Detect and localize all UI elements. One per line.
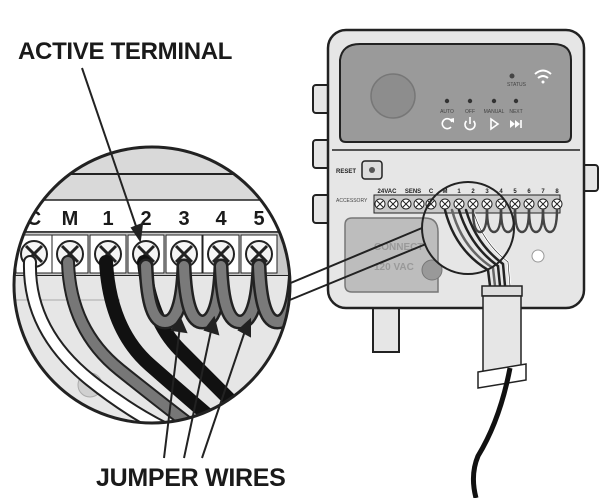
- transformer-text-2: 120 VAC: [374, 262, 414, 273]
- power-button[interactable]: [464, 117, 476, 131]
- terminal-screw[interactable]: [523, 198, 535, 210]
- terminal-label: 8: [555, 189, 559, 195]
- logo-recess: [370, 73, 416, 119]
- status-led: [509, 73, 515, 79]
- terminal-screw[interactable]: [413, 198, 425, 210]
- button-label: NEXT: [509, 109, 522, 115]
- terminal-screw[interactable]: [400, 198, 412, 210]
- cable-clamp: [481, 285, 523, 297]
- terminal-screw[interactable]: [467, 198, 479, 210]
- button-label: OFF: [465, 109, 475, 115]
- terminal-screw[interactable]: [537, 198, 549, 210]
- zoom-terminal-label: 4: [215, 208, 227, 230]
- button-led: [491, 98, 497, 104]
- power-icon: [464, 117, 476, 131]
- small-jumper-wires: [471, 208, 559, 234]
- play-button[interactable]: [490, 117, 500, 131]
- refresh-button[interactable]: [441, 117, 454, 130]
- terminal-screw[interactable]: [453, 198, 465, 210]
- terminal-label: M: [443, 189, 448, 195]
- magnifier-line-upper: [279, 243, 427, 305]
- callout-arrows: [81, 67, 251, 459]
- terminal-screw[interactable]: [509, 198, 521, 210]
- zoom-terminal-screw[interactable]: [240, 234, 278, 274]
- controller-housing: STATUS AUTO OFF MANUAL NEXT RESET ACCESSORY…: [312, 28, 599, 498]
- terminal-label: 6: [527, 189, 531, 195]
- terminal-screw[interactable]: [481, 198, 493, 210]
- reset-button-dot: [369, 167, 375, 173]
- refresh-icon: [441, 117, 454, 130]
- accessory-label: ACCESSORY: [336, 198, 368, 204]
- reset-label: RESET: [336, 169, 356, 175]
- terminal-label: 3: [485, 189, 489, 195]
- knockout: [421, 259, 443, 281]
- zoom-terminal-label: 2: [140, 208, 151, 230]
- transformer-text-1: CONNECT: [374, 242, 423, 253]
- terminal-screw[interactable]: [439, 198, 451, 210]
- zoom-terminal-label: M: [62, 208, 79, 230]
- terminal-label: 2: [471, 189, 475, 195]
- fast-forward-icon: [510, 120, 522, 128]
- terminal-label: 7: [541, 189, 545, 195]
- zoom-circle-border: [12, 145, 292, 425]
- button-led: [444, 98, 450, 104]
- conduit: [482, 295, 522, 375]
- zoom-terminal-screw[interactable]: [15, 234, 53, 274]
- terminal-screw[interactable]: [425, 198, 437, 210]
- terminal-screw[interactable]: [551, 198, 563, 210]
- terminal-label: 5: [513, 189, 517, 195]
- terminal-screw[interactable]: [387, 198, 399, 210]
- button-led: [467, 98, 473, 104]
- power-cord: [470, 367, 513, 498]
- zoom-terminal-label: 3: [178, 208, 189, 230]
- button-label: MANUAL: [484, 109, 505, 115]
- conduit-cut: [477, 363, 527, 389]
- button-led: [513, 98, 519, 104]
- wifi-icon: [534, 69, 552, 84]
- active-terminal-callout: ACTIVE TERMINAL: [18, 38, 233, 65]
- terminal-label: 24VAC: [378, 189, 398, 195]
- play-icon: [490, 117, 500, 131]
- terminal-screw[interactable]: [374, 198, 386, 210]
- zoom-jumper-wires: [138, 258, 290, 330]
- fast-forward-button[interactable]: [510, 120, 522, 128]
- terminal-label: SENS: [405, 189, 421, 195]
- transformer-compartment: [344, 217, 439, 293]
- terminal-label: 4: [499, 189, 503, 195]
- jumper-wires-callout: JUMPER WIRES: [96, 464, 286, 492]
- status-label: STATUS: [507, 82, 527, 88]
- screw-hole: [531, 249, 545, 263]
- terminal-label: 1: [457, 189, 461, 195]
- zoom-terminal-label: 1: [102, 208, 113, 230]
- terminal-label: C: [429, 189, 434, 195]
- zoom-terminal-screw[interactable]: [89, 234, 127, 274]
- button-label: AUTO: [440, 109, 454, 115]
- zoom-terminal-label: 5: [253, 208, 264, 230]
